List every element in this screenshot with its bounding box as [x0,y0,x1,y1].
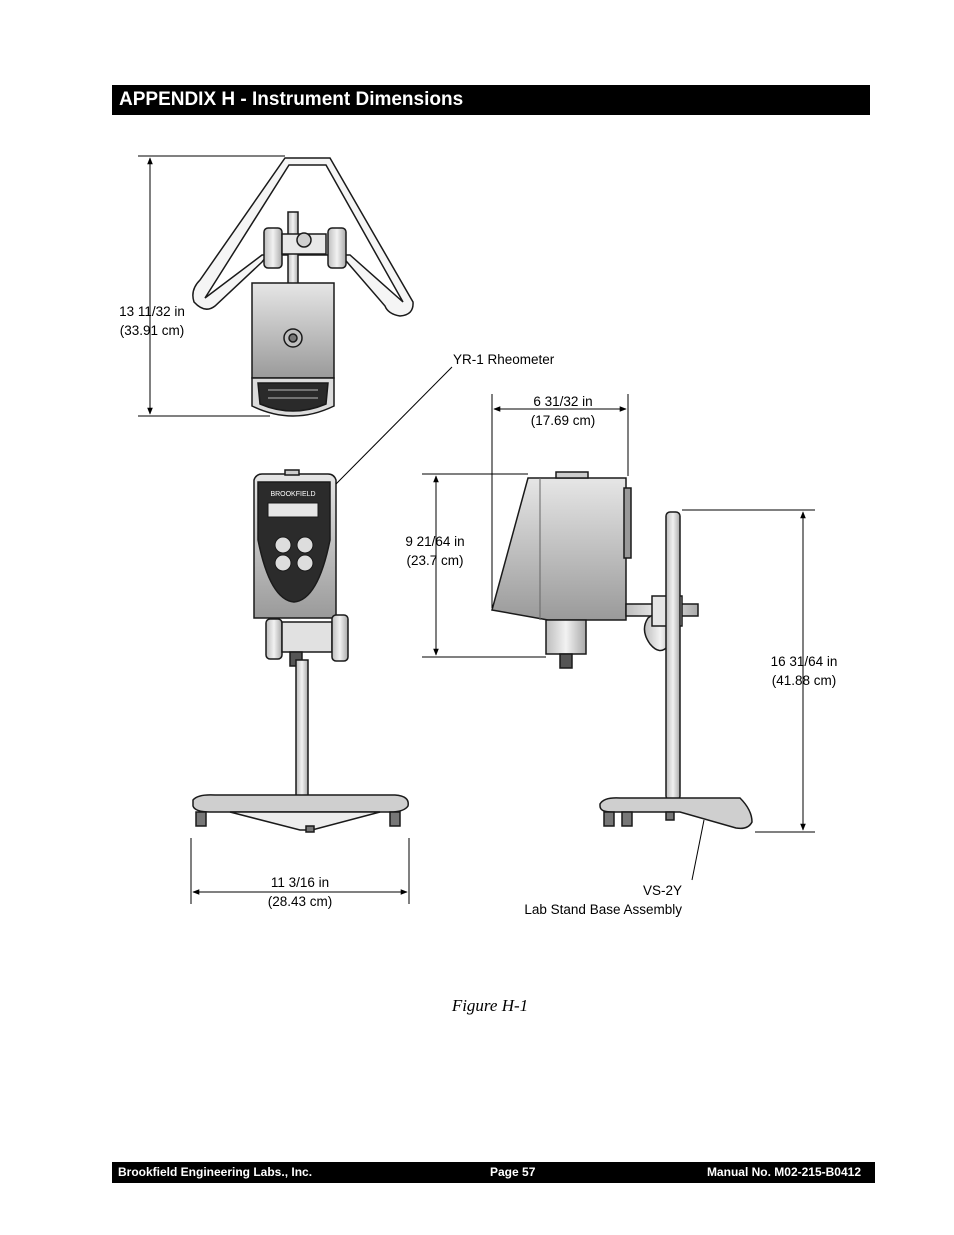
front-height-cm: (33.91 cm) [119,323,185,338]
stand-height-cm: (41.88 cm) [771,673,837,688]
front-height-in: 13 11/32 in [119,304,185,319]
head-height-cm: (23.7 cm) [406,553,464,568]
stand-desc: Lab Stand Base Assembly [524,902,682,917]
top-view [192,157,414,417]
depth-in: 6 31/32 in [533,394,593,409]
rheometer-leader-line [335,366,453,485]
stand-name: VS-2Y [642,883,682,898]
footer-page: Page 57 [490,1165,536,1179]
footer-manual: Manual No. M02-215-B0412 [706,1165,861,1179]
appendix-title: APPENDIX H - Instrument Dimensions [112,85,870,115]
base-width-cm: (28.43 cm) [267,894,333,909]
stand-label: VS-2Y Lab Stand Base Assembly [500,881,682,919]
head-height-in: 9 21/64 in [405,534,465,549]
dimension-side [422,394,815,833]
page-footer: Brookfield Engineering Labs., Inc. Page … [112,1162,875,1183]
base-width-in: 11 3/16 in [270,875,330,890]
rheometer-label: YR-1 Rheometer [453,352,555,367]
dimension-top-height [138,155,285,417]
dimension-base-width [190,838,410,904]
front-view: BROOKFIELD [192,469,409,833]
figure-caption: Figure H-1 [451,996,529,1015]
stand-height-label: 16 31/64 in (41.88 cm) [760,652,848,690]
svg-text:BROOKFIELD: BROOKFIELD [270,491,315,498]
base-width-label: 11 3/16 in (28.43 cm) [258,873,342,911]
stand-height-in: 16 31/64 in [770,654,838,669]
side-view [491,471,753,830]
front-height-label: 13 11/32 in (33.91 cm) [110,302,194,340]
footer-company: Brookfield Engineering Labs., Inc. [118,1165,313,1179]
depth-cm: (17.69 cm) [530,413,596,428]
stand-leader-line [691,819,705,881]
head-height-label: 9 21/64 in (23.7 cm) [393,532,477,570]
depth-label: 6 31/32 in (17.69 cm) [518,392,608,430]
